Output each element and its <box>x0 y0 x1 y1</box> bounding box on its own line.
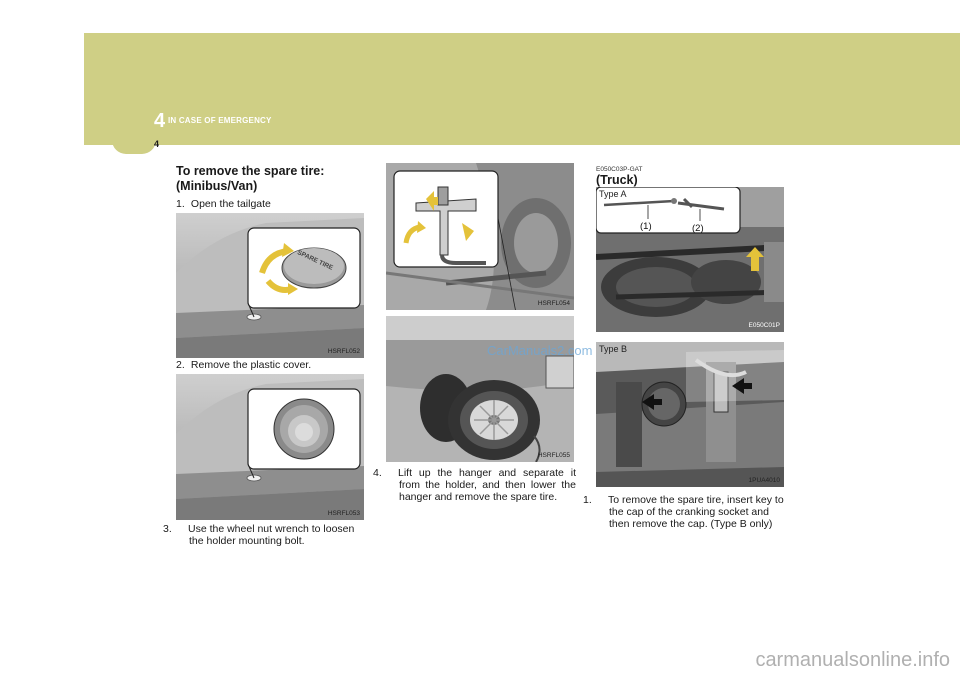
page-number: 4 <box>154 139 160 149</box>
right-step-1-number: 1. <box>583 494 592 506</box>
left-step-1-number: 1. <box>176 198 185 210</box>
figure-tailgate-cap-illustration <box>176 213 364 358</box>
left-step-2-text: Remove the plastic cover. <box>190 359 312 371</box>
footer-watermark[interactable]: carmanualsonline.info <box>755 649 950 671</box>
figure-spare-tire-illustration <box>386 316 574 462</box>
left-heading: To remove the spare tire: (Minibus/Van) <box>176 164 324 194</box>
figure-spare-tire: HSRFL055 <box>386 316 574 462</box>
figure-type-b: Type B 1PUA4010 <box>596 342 784 487</box>
figure-code-1pua4010: 1PUA4010 <box>748 477 780 484</box>
figure-type-b-illustration <box>596 342 784 487</box>
figure-tailgate-cap: SPARE TIRE HSRFL052 <box>176 213 364 358</box>
left-step-3-number: 3. <box>163 523 172 535</box>
figure-code-hsrfl053: HSRFL053 <box>327 510 360 517</box>
figure-holder-bolt-illustration <box>386 163 574 310</box>
callout-1: (1) <box>640 221 652 232</box>
left-step-2: 2. Remove the plastic cover. <box>176 359 311 371</box>
left-step-1-text: Open the tailgate <box>190 198 271 210</box>
figure-plastic-cover: HSRFL053 <box>176 374 364 520</box>
figure-type-a: Type A (1) (2) E050C01P <box>596 187 784 332</box>
chapter-title: IN CASE OF EMERGENCY <box>168 116 272 125</box>
right-step-1: 1. To remove the spare tire, insert key t… <box>583 494 786 530</box>
right-step-1-text: To remove the spare tire, insert key to … <box>608 494 784 530</box>
chapter-number: 4 <box>154 110 166 132</box>
figure-code-hsrfl052: HSRFL052 <box>327 348 360 355</box>
type-a-label: Type A <box>599 189 627 199</box>
chapter-tab <box>112 136 156 154</box>
truck-heading: (Truck) <box>596 173 638 187</box>
left-step-3-text: Use the wheel nut wrench to loosen the h… <box>188 523 355 547</box>
left-heading-line2: (Minibus/Van) <box>176 179 258 193</box>
middle-step-4: 4. Lift up the hanger and separate it fro… <box>373 467 576 503</box>
header-band <box>84 33 960 145</box>
type-b-label: Type B <box>599 344 628 354</box>
figure-code-hsrfl054: HSRFL054 <box>537 300 570 307</box>
left-heading-line1: To remove the spare tire: <box>176 164 325 178</box>
figure-code-hsrfl055: HSRFL055 <box>537 452 570 459</box>
figure-plastic-cover-illustration <box>176 374 364 520</box>
left-step-1: 1. Open the tailgate <box>176 198 271 210</box>
figure-code-e050c01p: E050C01P <box>748 322 780 329</box>
left-step-2-number: 2. <box>176 359 185 371</box>
left-step-3: 3. Use the wheel nut wrench to loosen the… <box>163 523 366 547</box>
figure-holder-bolt: HSRFL054 <box>386 163 574 310</box>
figure-type-a-illustration <box>596 187 784 332</box>
watermark: CarManuals2.com <box>487 343 593 358</box>
callout-2: (2) <box>692 223 704 234</box>
middle-step-4-number: 4. <box>373 467 382 479</box>
section-code: E050C03P-GAT <box>596 166 643 173</box>
middle-step-4-text: Lift up the hanger and separate it from … <box>398 467 576 503</box>
